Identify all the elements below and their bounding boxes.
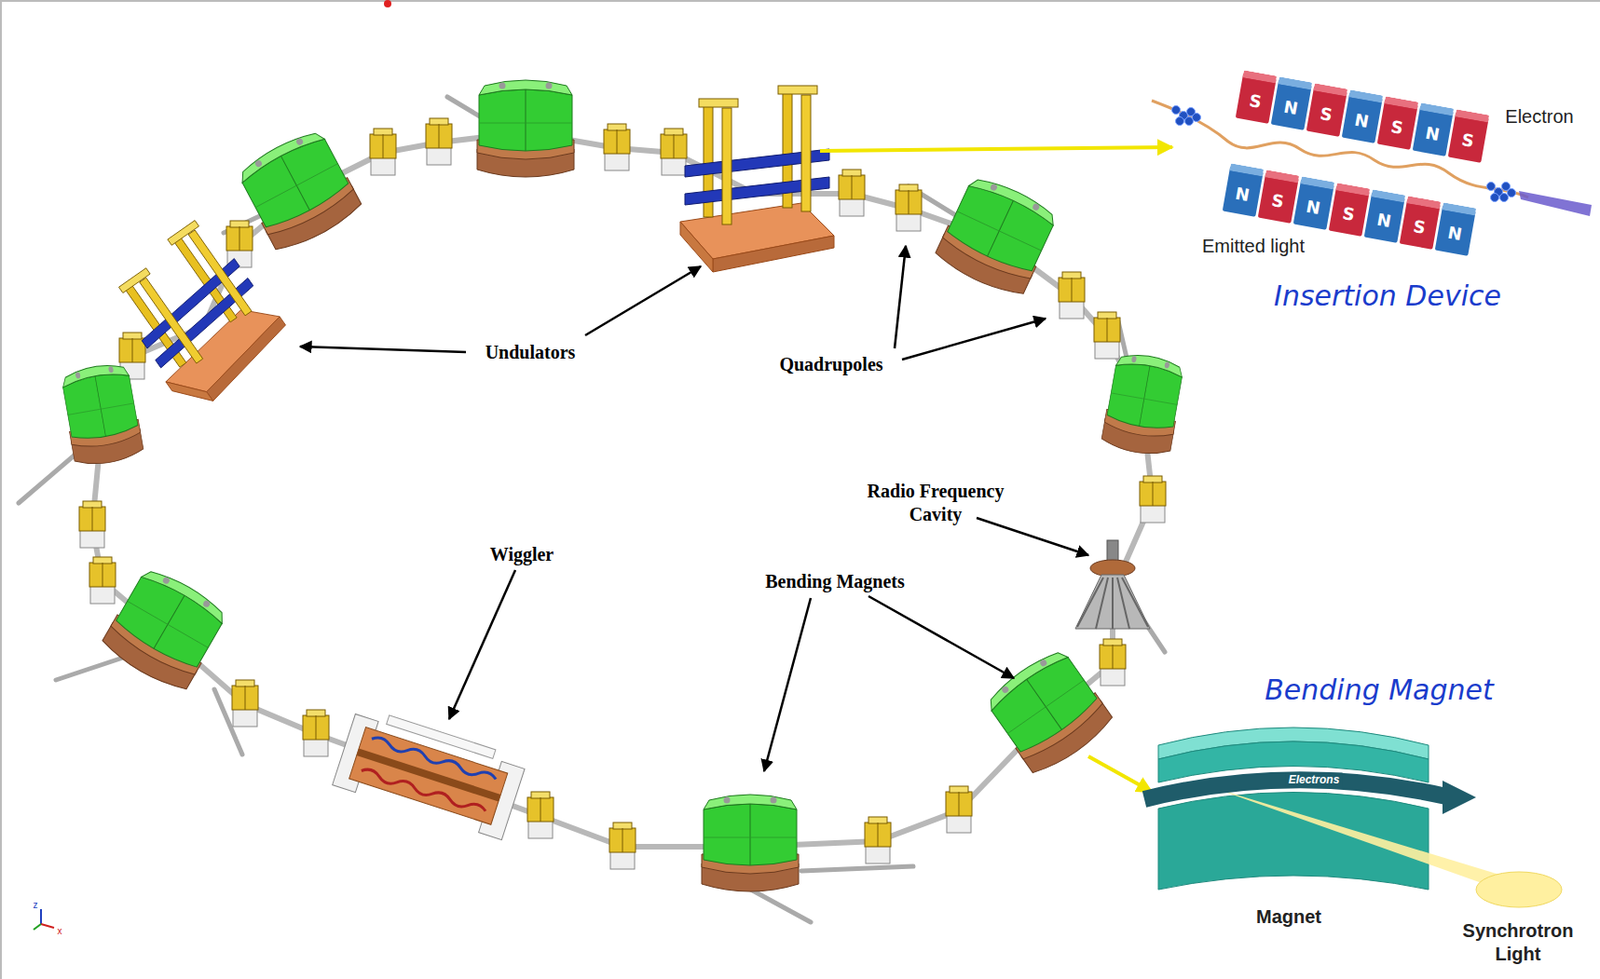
magnet-pole: N [1364, 189, 1406, 243]
inset-label: Synchrotron Light [1448, 919, 1588, 967]
pole-letter: S [1247, 89, 1263, 111]
callout-label: Quadrupoles [779, 353, 883, 377]
magnet-pole: S [1448, 109, 1490, 163]
magnet-pole: S [1399, 195, 1441, 249]
magnet-pole: S [1306, 82, 1348, 137]
magnet-pole: S [1377, 95, 1419, 150]
inset-title: Bending Magnet [1264, 672, 1494, 709]
pole-letter: S [1460, 128, 1476, 151]
pole-letter: N [1282, 95, 1300, 118]
axis-label: z [33, 900, 39, 913]
callout-label: Bending Magnets [765, 570, 904, 594]
inset-title: Insertion Device [1273, 278, 1502, 315]
pole-letter: N [1233, 182, 1251, 205]
pole-letter: S [1340, 202, 1356, 224]
magnet-pole: N [1293, 176, 1335, 230]
pole-letter: S [1318, 102, 1334, 124]
pole-letter: N [1304, 195, 1322, 218]
magnet-pole: N [1341, 89, 1383, 143]
callout-label: Undulators [485, 341, 576, 365]
magnet-pole: S [1258, 169, 1300, 223]
pole-letter: N [1446, 221, 1464, 244]
magnet-pole: N [1435, 202, 1477, 256]
magnet-pole: N [1271, 76, 1313, 130]
axis-label: x [57, 926, 63, 939]
pole-letter: N [1353, 109, 1370, 131]
beam-label: Electrons [1285, 773, 1343, 788]
pole-letter: S [1389, 115, 1405, 137]
magnet-pole: N [1412, 102, 1454, 156]
pole-letter: S [1270, 189, 1286, 211]
inset-label: Electron [1504, 105, 1573, 129]
magnet-pole: N [1222, 163, 1264, 217]
callout-label: Wiggler [490, 543, 555, 567]
magnet-pole: S [1328, 182, 1370, 236]
pole-letter: S [1411, 215, 1427, 237]
inset-label: Magnet [1256, 905, 1322, 930]
magnet-pole: S [1235, 69, 1277, 124]
pole-letter: N [1423, 122, 1441, 144]
pole-letter: N [1375, 208, 1393, 231]
callout-label: Radio Frequency Cavity [851, 479, 1020, 527]
inset-label: Emitted light [1202, 234, 1305, 259]
